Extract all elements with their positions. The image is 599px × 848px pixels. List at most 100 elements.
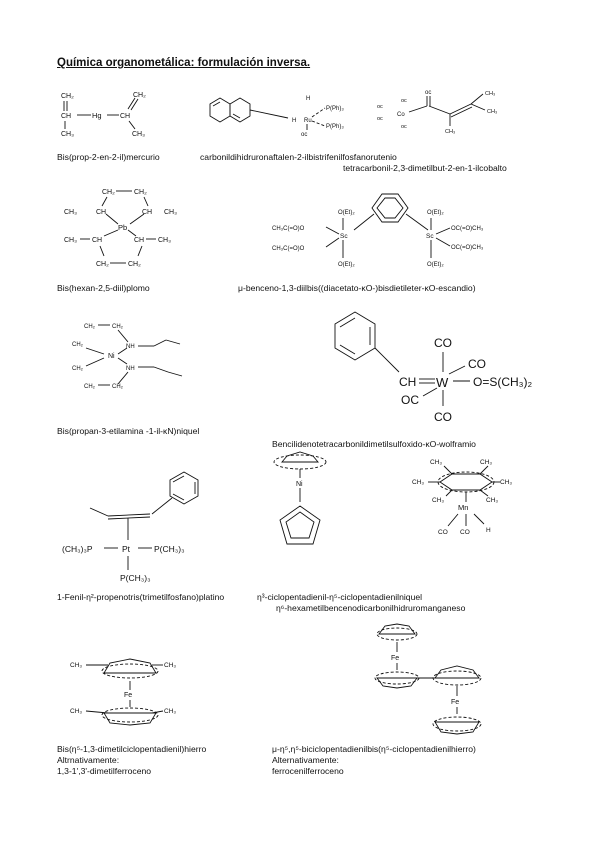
label-oet2-a: O(Et)₂ xyxy=(338,210,355,216)
label-ch3: CH₃ xyxy=(61,131,74,138)
label-ru: Ru xyxy=(304,118,312,124)
label-ch3-c: CH₃ xyxy=(445,129,455,135)
label-hg: Hg xyxy=(92,111,102,120)
caption-10b: Altrnativamente: xyxy=(57,755,120,765)
caption-10c: 1,3-1',3'-dimetilferroceno xyxy=(57,766,152,776)
caption-7: 1-Fenil-η²-propenotris(trimetilfosfano)p… xyxy=(57,592,225,602)
label-oc-1: oc xyxy=(377,104,383,110)
caption-11b: Alternativamente: xyxy=(272,755,339,765)
label-ch2-n3: CH₂ xyxy=(72,342,84,348)
label-ch3-a: CH₃ xyxy=(485,91,495,97)
label-co-m1: CO xyxy=(438,529,448,536)
label-ch2-n4: CH₂ xyxy=(72,366,84,372)
label-pme3-left: (CH₃)₃P xyxy=(62,544,93,554)
label-ch-tl: CH xyxy=(96,209,106,216)
label-pph3-2: P(Ph)₃ xyxy=(326,124,344,130)
caption-10a: Bis(η⁵-1,3-dimetilciclopentadienil)hierr… xyxy=(57,744,207,754)
label-sc-2: Sc xyxy=(426,233,434,240)
label-ch3-f4: CH₃ xyxy=(164,708,176,715)
label-ni: Ni xyxy=(108,353,115,360)
label-ch3-tl: CH₃ xyxy=(64,209,77,216)
label-ch-tr: CH xyxy=(142,209,152,216)
caption-4: μ-benceno-1,3-diilbis((diacetato-κO-)bis… xyxy=(238,283,476,293)
label-ch3-br: CH₃ xyxy=(158,237,171,244)
label-ch2-2: CH₂ xyxy=(133,92,146,99)
structure-nickel-cyclopentadienyl: Ni xyxy=(273,451,327,545)
label-ch2-a: CH₂ xyxy=(102,189,115,196)
caption-3: Bis(hexan-2,5-diil)plomo xyxy=(57,283,150,293)
label-fe-a: Fe xyxy=(391,655,399,662)
structure-manganese-hexamethylbenzene: CH₃ CH₃ CH₃ CH₃ CH₃ CH₃ Mn CO CO H xyxy=(412,459,512,536)
label-ch2: CH₂ xyxy=(61,93,74,100)
label-ch2-n5: CH₂ xyxy=(84,384,96,390)
label-h: H xyxy=(306,96,310,102)
label-co-right: CO xyxy=(468,357,486,371)
label-h-2: H xyxy=(292,118,296,124)
label-ch-br: CH xyxy=(134,237,144,244)
label-ch3-tr: CH₃ xyxy=(164,209,177,216)
label-ch3-f1: CH₃ xyxy=(70,662,82,669)
caption-11c: ferrocenilferroceno xyxy=(272,766,344,776)
caption-2a: carbonildihidruronaftalen-2-ilbistrifeni… xyxy=(200,152,397,162)
label-ch3-bl: CH₃ xyxy=(64,237,77,244)
structure-nickel-amine: CH₂ CH₂ CH₂ NH Ni CH₂ NH CH₂ CH₂ xyxy=(72,324,183,390)
label-ch3-m5: CH₃ xyxy=(432,497,444,504)
label-ch2-b: CH₂ xyxy=(134,189,147,196)
structure-dimethylferrocene: CH₃ CH₃ Fe CH₃ CH₃ xyxy=(70,658,176,726)
label-co-m2: CO xyxy=(460,529,470,536)
label-ni-cp: Ni xyxy=(296,481,303,488)
label-ch3-b: CH₃ xyxy=(487,109,497,115)
label-oc-3: oc xyxy=(401,98,407,104)
label-dmso: O=S(CH₃)₂ xyxy=(473,375,533,389)
label-ch3co2-a: CH₃C(=O)O xyxy=(272,226,305,232)
label-ch2-d: CH₂ xyxy=(128,261,141,268)
structure-bis-propenyl-mercury: CH₂ CH CH₃ Hg CH CH₂ CH₃ xyxy=(61,92,146,138)
label-ch3-m1: CH₃ xyxy=(430,459,442,466)
label-oet2-c: O(Et)₂ xyxy=(427,210,444,216)
label-oet2-d: O(Et)₂ xyxy=(427,262,444,268)
label-fe-b: Fe xyxy=(451,699,459,706)
label-ch3-m3: CH₃ xyxy=(412,479,424,486)
caption-2b: tetracarbonil-2,3-dimetilbut-2-en-1-ilco… xyxy=(343,163,507,173)
label-oc-left: OC xyxy=(401,393,419,407)
structure-ruthenium-complex: H H Ru P(Ph)₃ P(Ph)₃ oc xyxy=(209,96,344,138)
label-ch3-m2: CH₃ xyxy=(480,459,492,466)
caption-1: Bis(prop-2-en-2-il)mercurio xyxy=(57,152,160,162)
label-ch-bl: CH xyxy=(92,237,102,244)
label-ch: CH xyxy=(61,113,71,120)
label-pb: Pb xyxy=(118,223,127,232)
structure-benzenediyl-scandium: Sc Sc O(Et)₂ O(Et)₂ CH₃C(=O)O CH₃C(=O)O … xyxy=(272,193,484,268)
label-oac-b: OC(=O)CH₃ xyxy=(451,245,484,251)
label-ch2-n1: CH₂ xyxy=(84,324,96,330)
label-ch2-n6: CH₂ xyxy=(112,384,124,390)
structure-bis-hexanediyl-lead: CH₂ CH₂ CH₃ CH CH CH₃ Pb CH₃ CH CH CH₃ C… xyxy=(64,189,177,268)
label-w: W xyxy=(436,375,449,390)
caption-6: Bencilidenotetracarbonildimetilsulfoxido… xyxy=(272,439,476,449)
label-pme3-right: P(CH₃)₃ xyxy=(154,544,185,554)
label-ch-2: CH xyxy=(120,113,130,120)
label-ch3-f2: CH₃ xyxy=(164,662,176,669)
label-pph3: P(Ph)₃ xyxy=(326,106,344,112)
label-o: oc xyxy=(425,90,431,96)
caption-11a: μ-η⁵,η⁵-biciclopentadienilbis(η⁵-ciclope… xyxy=(272,744,476,754)
label-fe-1: Fe xyxy=(124,692,132,699)
label-ch3-m6: CH₃ xyxy=(486,497,498,504)
label-co: Co xyxy=(397,112,405,118)
label-nh-1: NH xyxy=(126,344,135,350)
label-oac-a: OC(=O)CH₃ xyxy=(451,226,484,232)
label-oc-4: oc xyxy=(401,124,407,130)
structure-ferrocenylferrocene: Fe Fe xyxy=(374,623,482,735)
page-title: Química organometálica: formulación inve… xyxy=(57,57,311,69)
label-ch3-2: CH₃ xyxy=(132,131,145,138)
label-mn: Mn xyxy=(458,503,468,512)
structure-platinum-propene: Pt (CH₃)₃P P(CH₃)₃ P(CH₃)₃ xyxy=(62,471,199,583)
structure-tungsten-benzylidene: CH W CO CO O=S(CH₃)₂ OC CO xyxy=(334,311,533,424)
caption-9: η⁶-hexametilbencenodicarbonilhidruromang… xyxy=(276,603,466,613)
label-oc-2: oc xyxy=(377,116,383,122)
label-oc: oc xyxy=(301,132,307,138)
label-h-m: H xyxy=(486,527,491,534)
label-ch2-n2: CH₂ xyxy=(112,324,124,330)
label-oet2-b: O(Et)₂ xyxy=(338,262,355,268)
caption-8: η³-ciclopentadienil-η⁵-ciclopentadieniln… xyxy=(257,592,423,602)
label-co-bottom: CO xyxy=(434,410,452,424)
